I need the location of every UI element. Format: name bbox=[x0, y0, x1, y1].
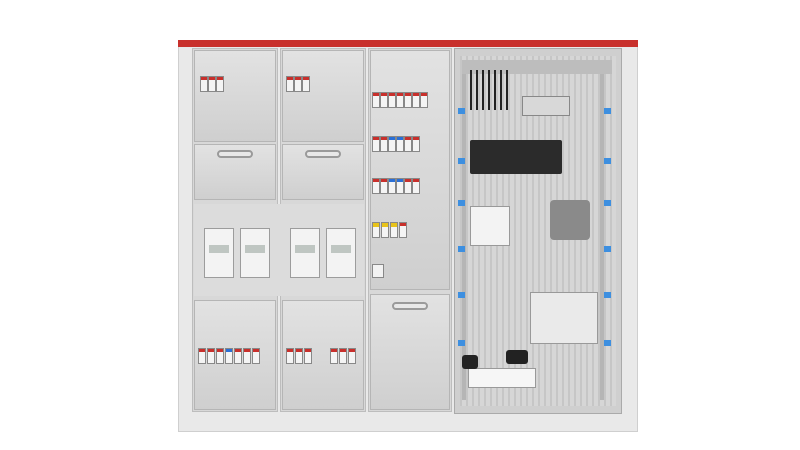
electricity-meter-icon bbox=[204, 228, 234, 278]
power-strip-icon bbox=[468, 368, 536, 388]
circuit-breaker-icon[interactable] bbox=[225, 348, 233, 364]
cable-clip bbox=[458, 340, 465, 346]
circuit-breaker-icon[interactable] bbox=[348, 348, 356, 364]
circuit-breaker-icon[interactable] bbox=[396, 136, 404, 152]
cable-clip bbox=[458, 200, 465, 206]
circuit-breaker-icon[interactable] bbox=[200, 76, 208, 92]
thermostat-icon bbox=[372, 264, 384, 278]
cable-clip bbox=[458, 292, 465, 298]
breaker-row-2 bbox=[372, 136, 420, 152]
breaker-group bbox=[286, 76, 310, 92]
cabinet-top-strip bbox=[178, 40, 638, 47]
circuit-breaker-icon[interactable] bbox=[243, 348, 251, 364]
power-adapter bbox=[462, 355, 478, 369]
breaker-group bbox=[198, 348, 260, 364]
circuit-breaker-icon[interactable] bbox=[412, 136, 420, 152]
circuit-breaker-icon[interactable] bbox=[304, 348, 312, 364]
cable-clip bbox=[458, 246, 465, 252]
circuit-breaker-icon[interactable] bbox=[396, 178, 404, 194]
breaker-row-3 bbox=[372, 178, 420, 194]
circuit-breaker-icon[interactable] bbox=[372, 92, 380, 108]
cable-clip bbox=[604, 200, 611, 206]
cable-clip bbox=[458, 158, 465, 164]
circuit-breaker-icon[interactable] bbox=[404, 136, 412, 152]
cable-clip bbox=[604, 340, 611, 346]
cable-bundle bbox=[470, 70, 510, 110]
circuit-breaker-icon[interactable] bbox=[286, 348, 294, 364]
circuit-breaker-icon[interactable] bbox=[380, 92, 388, 108]
circuit-breaker-icon[interactable] bbox=[380, 178, 388, 194]
circuit-breaker-icon[interactable] bbox=[372, 136, 380, 152]
cover-handle[interactable] bbox=[392, 302, 428, 310]
junction-box bbox=[470, 206, 510, 246]
circuit-breaker-icon[interactable] bbox=[388, 178, 396, 194]
electricity-meter-icon bbox=[290, 228, 320, 278]
multiswitch bbox=[530, 292, 598, 344]
circuit-breaker-icon[interactable] bbox=[234, 348, 242, 364]
network-router-icon bbox=[470, 140, 562, 174]
fuse-icon[interactable] bbox=[390, 222, 398, 238]
distribution-cover bbox=[370, 50, 450, 290]
circuit-breaker-icon[interactable] bbox=[420, 92, 428, 108]
circuit-breaker-icon[interactable] bbox=[302, 76, 310, 92]
cover-handle[interactable] bbox=[305, 150, 341, 158]
circuit-breaker-icon[interactable] bbox=[286, 76, 294, 92]
breaker-cover-1 bbox=[194, 50, 276, 142]
cable-clip bbox=[458, 108, 465, 114]
circuit-breaker-icon[interactable] bbox=[207, 348, 215, 364]
circuit-breaker-icon[interactable] bbox=[216, 76, 224, 92]
circuit-breaker-icon[interactable] bbox=[198, 348, 206, 364]
circuit-breaker-icon[interactable] bbox=[399, 222, 407, 238]
fuse-icon[interactable] bbox=[381, 222, 389, 238]
cable-clip bbox=[604, 292, 611, 298]
circuit-breaker-icon[interactable] bbox=[388, 92, 396, 108]
cover-handle[interactable] bbox=[217, 150, 253, 158]
circuit-breaker-icon[interactable] bbox=[412, 178, 420, 194]
circuit-breaker-icon[interactable] bbox=[372, 178, 380, 194]
cable-clip bbox=[604, 108, 611, 114]
circuit-breaker-icon[interactable] bbox=[404, 92, 412, 108]
circuit-breaker-icon[interactable] bbox=[404, 178, 412, 194]
circuit-breaker-icon[interactable] bbox=[252, 348, 260, 364]
circuit-breaker-icon[interactable] bbox=[295, 348, 303, 364]
circuit-breaker-icon[interactable] bbox=[380, 136, 388, 152]
breaker-group bbox=[200, 76, 224, 92]
cable-clip bbox=[604, 158, 611, 164]
modem bbox=[550, 200, 590, 240]
circuit-breaker-icon[interactable] bbox=[388, 136, 396, 152]
blank-cover-3 bbox=[370, 294, 450, 410]
circuit-breaker-icon[interactable] bbox=[396, 92, 404, 108]
network-switch bbox=[522, 96, 570, 116]
power-adapter bbox=[506, 350, 528, 364]
electricity-meter-icon bbox=[240, 228, 270, 278]
electricity-meter-icon bbox=[326, 228, 356, 278]
cable-duct bbox=[600, 60, 604, 400]
breaker-group bbox=[286, 348, 356, 364]
fuse-icon[interactable] bbox=[372, 222, 380, 238]
breaker-row-1 bbox=[372, 92, 428, 108]
cable-clip bbox=[604, 246, 611, 252]
breaker-cover-2 bbox=[282, 50, 364, 142]
circuit-breaker-icon[interactable] bbox=[339, 348, 347, 364]
circuit-breaker-icon[interactable] bbox=[412, 92, 420, 108]
circuit-breaker-icon[interactable] bbox=[208, 76, 216, 92]
circuit-breaker-icon[interactable] bbox=[330, 348, 338, 364]
cable-duct bbox=[462, 60, 466, 400]
circuit-breaker-icon[interactable] bbox=[294, 76, 302, 92]
circuit-breaker-icon[interactable] bbox=[216, 348, 224, 364]
fuse-row bbox=[372, 222, 407, 238]
